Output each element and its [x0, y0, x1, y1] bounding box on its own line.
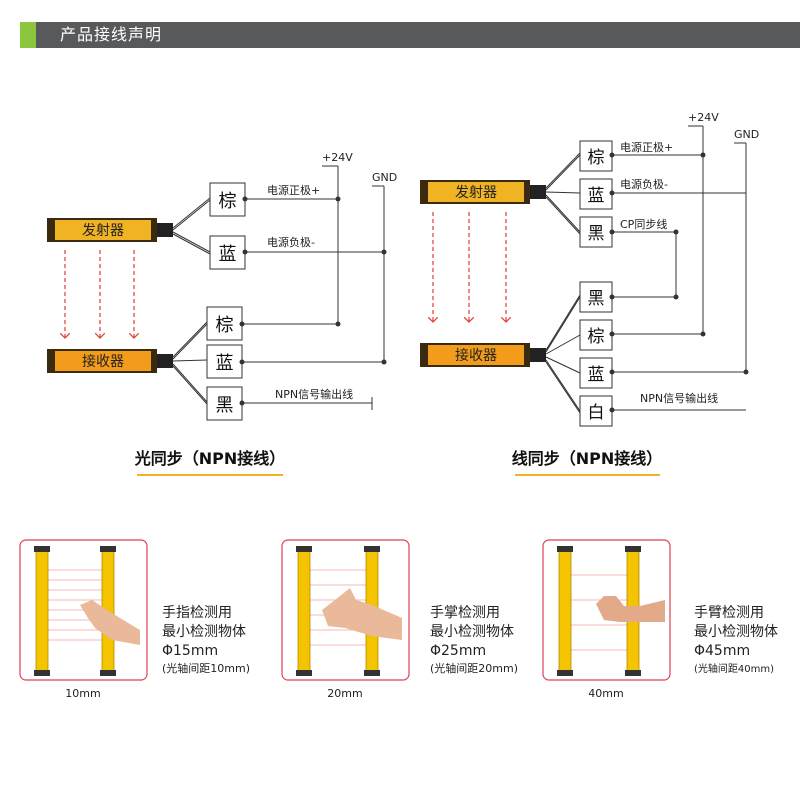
right-emitter: 发射器 — [420, 180, 546, 204]
card-2-line2: 最小检测物体 — [430, 624, 514, 640]
detection-card-2: 20mm — [281, 539, 410, 700]
right-emitter-black-label: 黑 — [588, 224, 605, 244]
left-emitter: 发射器 — [47, 218, 173, 242]
right-gnd-label: GND — [734, 128, 759, 141]
card-2-size: 20mm — [327, 687, 362, 700]
left-receiver-label: 接收器 — [82, 353, 124, 370]
left-receiver-black-label: 黑 — [216, 395, 234, 416]
line-sync-diagram: 发射器 接收器 棕 蓝 黑 电源正极+ 电源负极- CP同步线 黑 棕 蓝 白 — [420, 111, 759, 476]
left-emitter-brown-box — [209, 182, 246, 217]
right-emitter-blue-signal: 电源负极- — [620, 177, 668, 191]
right-receiver-black-label: 黑 — [588, 289, 605, 309]
right-receiver-brown-box — [579, 319, 613, 351]
right-receiver-brown-label: 棕 — [588, 327, 605, 347]
section-title: 产品接线声明 — [60, 25, 163, 44]
right-receiver-blue-box — [579, 357, 613, 389]
light-sync-diagram: 发射器 接收器 棕 蓝 电源正极+ 电源负极- 棕 蓝 黑 — [47, 151, 397, 476]
left-light-beams — [65, 250, 134, 338]
left-emitter-blue-signal: 电源负极- — [267, 235, 315, 249]
card-2-line4: (光轴间距20mm) — [430, 661, 518, 675]
right-receiver-white-box — [579, 395, 613, 427]
right-emitter-brown-label: 棕 — [588, 148, 605, 168]
detection-card-3: 40mm — [542, 539, 671, 700]
left-emitter-brown-label: 棕 — [219, 191, 237, 212]
card-1-line3: Φ15mm — [162, 643, 218, 659]
right-emitter-label: 发射器 — [455, 185, 497, 201]
right-receiver-white-label: 白 — [588, 403, 605, 423]
left-emitter-label: 发射器 — [82, 223, 124, 239]
right-receiver-black-box — [579, 281, 613, 313]
header-accent — [20, 22, 36, 48]
left-receiver-brown-label: 棕 — [216, 315, 234, 336]
right-caption: 线同步（NPN接线） — [512, 449, 663, 468]
right-vcc-label: +24V — [688, 111, 719, 124]
left-receiver-brown-box — [206, 306, 243, 341]
left-receiver: 接收器 — [47, 349, 173, 373]
left-emitter-blue-label: 蓝 — [219, 244, 237, 265]
left-caption: 光同步（NPN接线） — [134, 449, 286, 468]
left-vcc-label: +24V — [322, 151, 353, 164]
right-receiver: 接收器 — [420, 343, 546, 367]
card-1-line4: (光轴间距10mm) — [162, 661, 250, 675]
right-emitter-blue-box — [579, 178, 613, 210]
left-npn-signal-label: NPN信号输出线 — [275, 387, 353, 401]
card-3-line2: 最小检测物体 — [694, 624, 778, 640]
right-emitter-brown-signal: 电源正极+ — [620, 140, 673, 154]
left-emitter-blue-box — [209, 235, 246, 270]
right-npn-signal-label: NPN信号输出线 — [640, 391, 718, 405]
right-light-beams — [433, 212, 506, 322]
right-emitter-black-box — [579, 216, 613, 248]
card-3-line1: 手臂检测用 — [694, 605, 764, 621]
right-receiver-label: 接收器 — [455, 347, 497, 364]
left-emitter-brown-signal: 电源正极+ — [267, 183, 320, 197]
card-3-size: 40mm — [588, 687, 623, 700]
card-3-line3: Φ45mm — [694, 643, 750, 659]
card-1-size: 10mm — [65, 687, 100, 700]
card-1-line1: 手指检测用 — [162, 605, 232, 621]
left-gnd-label: GND — [372, 171, 397, 184]
left-receiver-black-box — [206, 386, 243, 421]
right-receiver-blue-label: 蓝 — [588, 365, 605, 385]
left-receiver-blue-label: 蓝 — [216, 353, 234, 374]
right-cp-sync-signal: CP同步线 — [620, 217, 667, 231]
detection-card-1: 10mm — [19, 539, 148, 700]
left-receiver-blue-box — [206, 344, 243, 379]
right-emitter-blue-label: 蓝 — [588, 186, 605, 206]
card-1-line2: 最小检测物体 — [162, 624, 246, 640]
card-2-line3: Φ25mm — [430, 643, 486, 659]
section-header: 产品接线声明 — [20, 22, 800, 48]
card-2-line1: 手掌检测用 — [430, 605, 500, 621]
card-3-line4: (光轴间距40mm) — [694, 662, 774, 675]
